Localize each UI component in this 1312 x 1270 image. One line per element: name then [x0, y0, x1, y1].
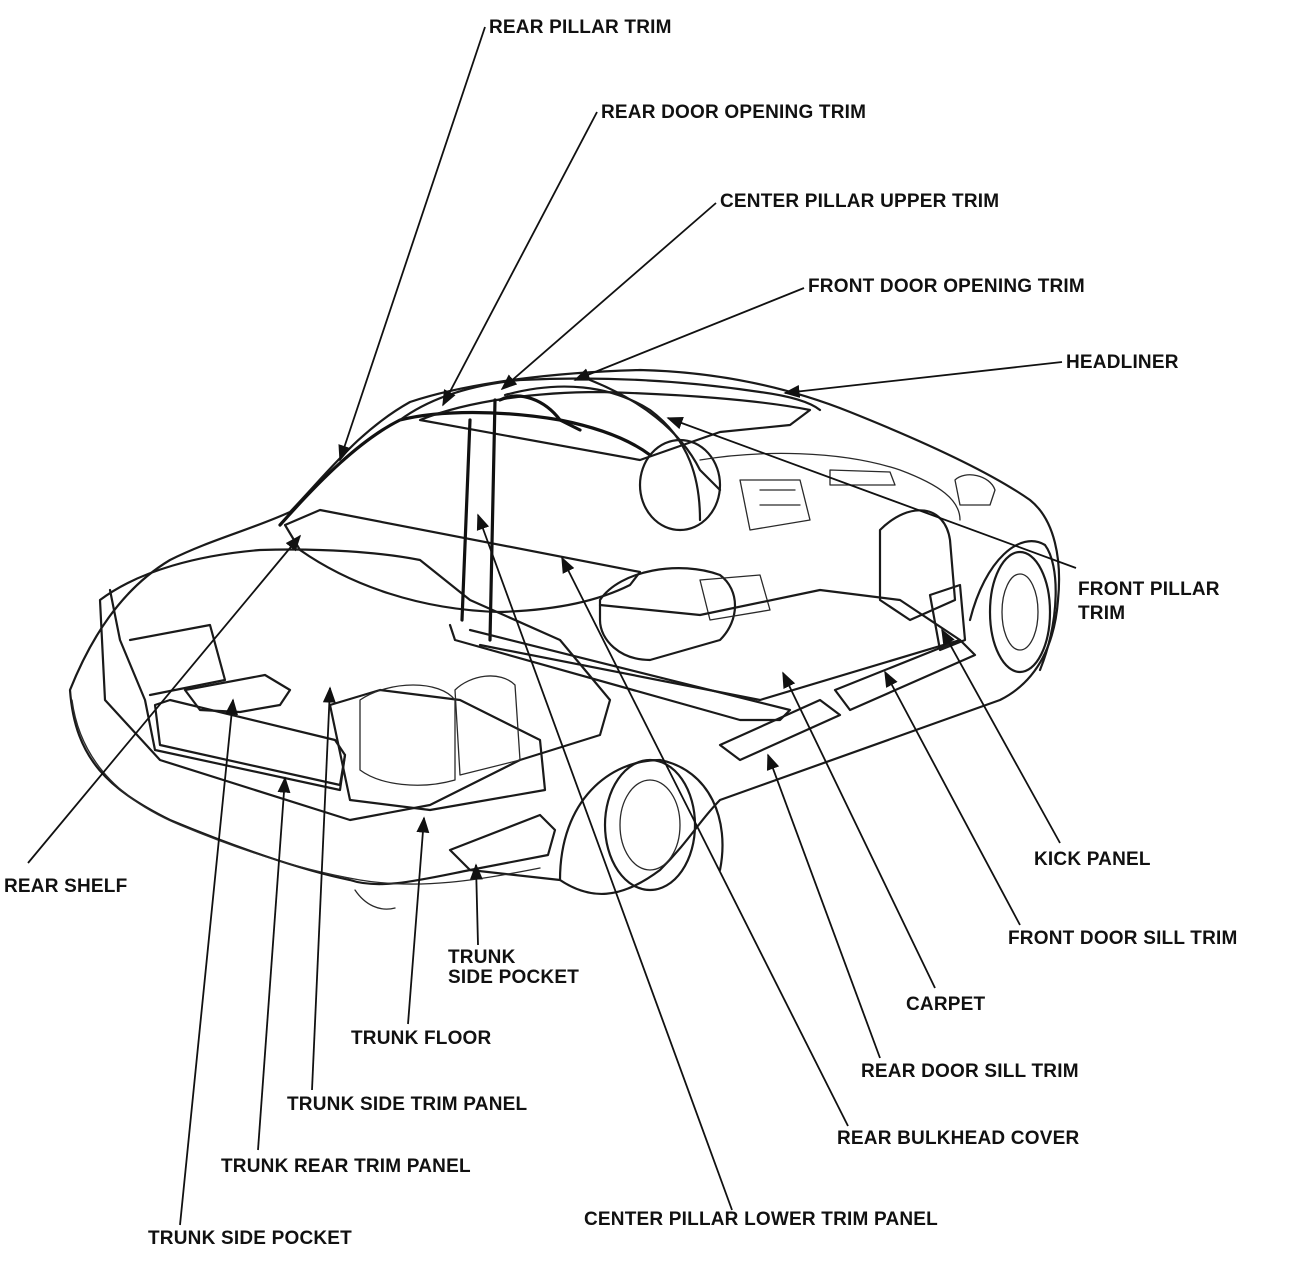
label-trunk-side-trim-panel: TRUNK SIDE TRIM PANEL [287, 1094, 527, 1115]
trunk-tub [359, 684, 456, 786]
kick-panel [928, 583, 967, 652]
label-carpet: CARPET [906, 994, 986, 1015]
label-trunk-side-pocket-right-line1: TRUNK [448, 947, 516, 968]
rear-door-sill [718, 698, 842, 762]
side-mirror [954, 474, 996, 506]
label-rear-pillar-trim: REAR PILLAR TRIM [489, 17, 672, 38]
front-pillar [588, 378, 722, 492]
center-console [699, 574, 771, 621]
label-rear-shelf: REAR SHELF [4, 876, 127, 897]
rear-window-frame [278, 410, 652, 527]
trunk-floor-panel [328, 688, 547, 812]
rear-wheel-arch [558, 758, 724, 882]
label-trunk-side-pocket-bottom: TRUNK SIDE POCKET [148, 1228, 352, 1249]
rear-wheel [603, 758, 697, 892]
label-front-door-opening-trim: FRONT DOOR OPENING TRIM [808, 276, 1085, 297]
leader-trunk-side-trim-panel [311, 686, 336, 1091]
leader-trunk-side-pocket-right [469, 863, 483, 946]
trunk-rear-panel [153, 698, 347, 787]
label-center-pillar-upper-trim: CENTER PILLAR UPPER TRIM [720, 191, 999, 212]
passenger-seat [878, 509, 957, 622]
exhaust [354, 889, 396, 910]
label-kick-panel: KICK PANEL [1034, 849, 1151, 870]
carpet-floor [478, 588, 962, 702]
label-front-pillar-trim-line2: TRIM [1078, 603, 1125, 624]
car-illustration [68, 368, 1061, 910]
car-body-outline [68, 368, 1061, 896]
label-trunk-side-pocket-right-line2: SIDE POCKET [448, 967, 579, 988]
trunk-inner-box [454, 675, 521, 776]
leader-rear-door-opening-trim [442, 111, 598, 407]
leader-front-door-opening-trim [573, 287, 805, 381]
leader-lines [27, 26, 1077, 1226]
front-door-opening [503, 385, 702, 522]
trunk-side-pocket-left-shape [183, 673, 292, 714]
leader-rear-bulkhead-cover [561, 556, 849, 1127]
rear-shelf-panel [283, 508, 642, 614]
leader-trunk-floor [407, 816, 430, 1025]
label-front-pillar-trim-line1: FRONT PILLAR [1078, 579, 1220, 600]
front-wheel-hub [1001, 573, 1039, 651]
front-seat [598, 567, 737, 662]
front-wheel [988, 550, 1052, 674]
callout-labels: REAR PILLAR TRIM REAR DOOR OPENING TRIM … [4, 17, 1238, 1249]
center-pillar [460, 394, 582, 642]
trunk-opening [98, 548, 612, 822]
leader-trunk-side-pocket-bottom [179, 698, 238, 1226]
front-door-sill [833, 638, 977, 712]
label-trunk-rear-trim-panel: TRUNK REAR TRIM PANEL [221, 1156, 471, 1177]
leader-rear-pillar-trim [338, 26, 486, 462]
leader-front-pillar-trim [666, 416, 1077, 569]
leader-rear-door-sill-trim [766, 753, 881, 1059]
label-rear-door-opening-trim: REAR DOOR OPENING TRIM [601, 102, 866, 123]
leader-rear-shelf [27, 534, 302, 864]
leader-carpet [782, 671, 936, 989]
leader-kick-panel [941, 628, 1061, 844]
leader-center-pillar-upper-trim [500, 202, 717, 391]
label-center-pillar-lower-trim-panel: CENTER PILLAR LOWER TRIM PANEL [584, 1209, 938, 1230]
steering-wheel [638, 438, 722, 532]
trunk-side-pocket-right-shape [448, 813, 557, 872]
leader-center-pillar-lower-trim-panel [476, 513, 733, 1211]
dashboard [699, 452, 961, 531]
rear-wheel-hub [619, 779, 681, 871]
leader-headliner [783, 361, 1063, 398]
label-headliner: HEADLINER [1066, 352, 1179, 373]
front-wheel-arch [968, 540, 1057, 672]
rear-bumper [71, 699, 541, 885]
label-front-door-sill-trim: FRONT DOOR SILL TRIM [1008, 928, 1238, 949]
rear-bulkhead [448, 623, 792, 722]
label-rear-door-sill-trim: REAR DOOR SILL TRIM [861, 1061, 1079, 1082]
label-trunk-floor: TRUNK FLOOR [351, 1028, 492, 1049]
leader-trunk-rear-trim-panel [257, 776, 291, 1151]
label-rear-bulkhead-cover: REAR BULKHEAD COVER [837, 1128, 1079, 1149]
leader-front-door-sill-trim [884, 670, 1021, 926]
headliner-panel [418, 390, 812, 462]
